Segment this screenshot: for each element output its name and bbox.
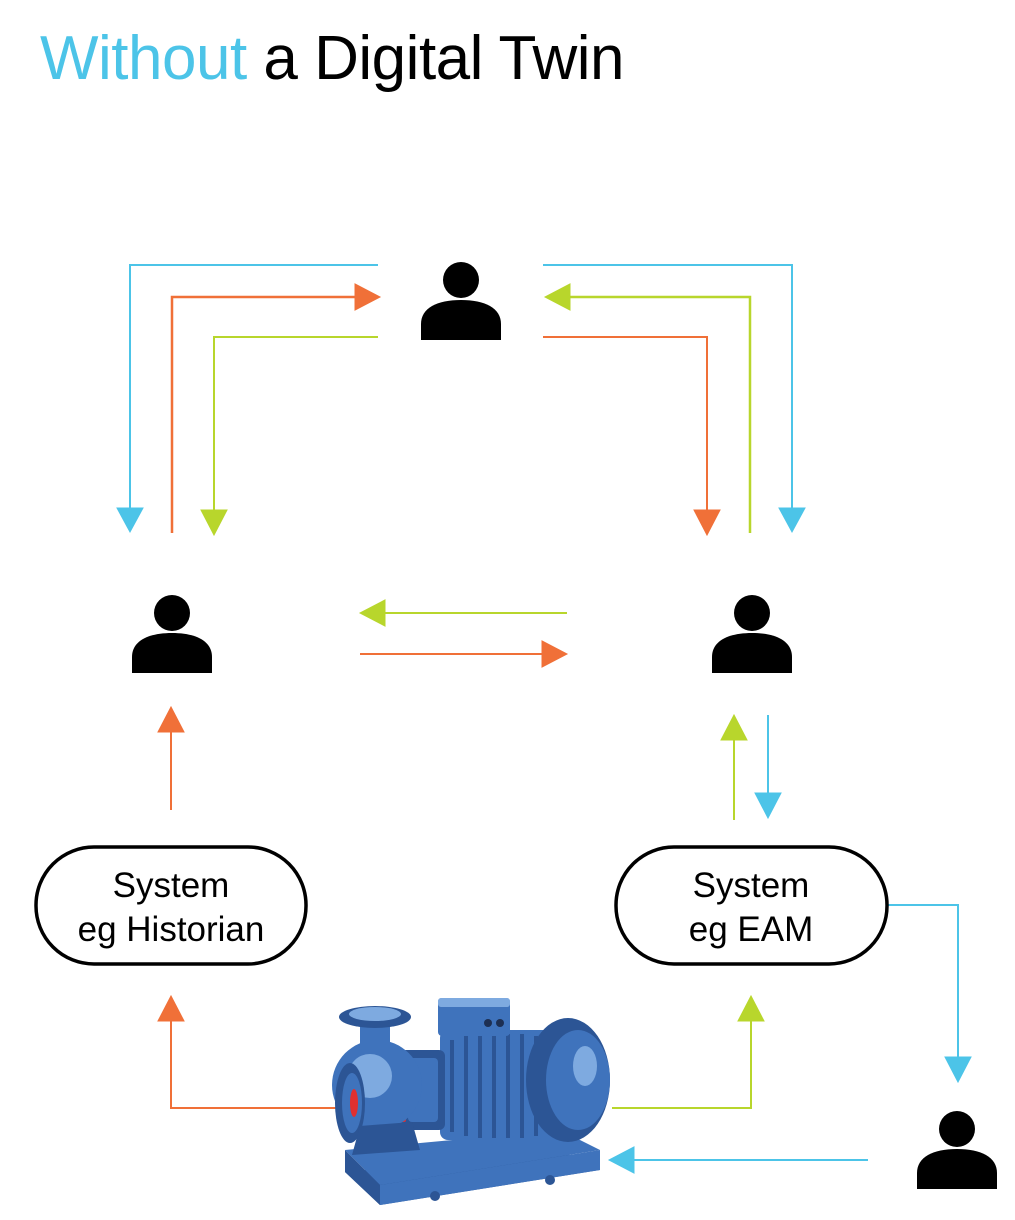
system-eam-node: System eg EAM <box>614 845 889 966</box>
person-icon <box>917 1111 997 1189</box>
flow-right-to-top-green <box>543 283 752 533</box>
flow-left-to-top-orange <box>170 283 382 533</box>
system-historian-node: System eg Historian <box>34 845 308 966</box>
person-icon <box>132 595 212 673</box>
flow-pump-to-eam-green <box>612 994 765 1109</box>
pump-motor-icon <box>332 998 610 1205</box>
system-eam-line2: eg EAM <box>689 910 814 949</box>
person-icon <box>421 262 501 340</box>
system-eam-line1: System <box>693 866 810 905</box>
person-icon <box>712 595 792 673</box>
flow-eam-to-technician-blue <box>887 904 972 1084</box>
flow-historian-to-left-orange <box>157 705 185 810</box>
flow-pump-to-historian-orange <box>157 994 338 1109</box>
page-title: Without a Digital Twin <box>40 22 625 96</box>
flow-technician-to-pump-blue <box>607 1146 868 1174</box>
flow-top-to-right-blue <box>543 264 806 534</box>
title-highlight: Without <box>40 24 247 93</box>
system-historian-line1: System <box>113 866 230 905</box>
flow-top-to-left-blue <box>116 264 378 534</box>
flow-left-to-right-orange <box>360 640 569 668</box>
system-historian-line2: eg Historian <box>78 910 265 949</box>
flow-top-to-right-orange <box>543 336 721 537</box>
flow-eam-to-right-green <box>720 713 748 820</box>
flow-top-to-left-green <box>200 336 378 537</box>
flow-right-to-left-green <box>358 599 567 627</box>
title-rest: a Digital Twin <box>246 24 625 93</box>
flow-right-to-eam-blue <box>754 715 782 820</box>
